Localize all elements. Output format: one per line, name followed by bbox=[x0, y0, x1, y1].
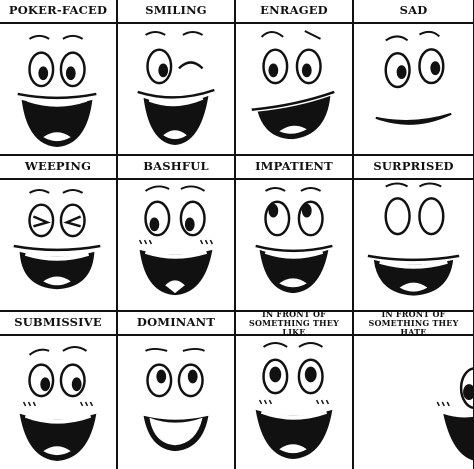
panel-label: ENRAGED bbox=[260, 3, 328, 18]
panel-dominant: DOMINANT bbox=[118, 312, 236, 469]
panel-label-bar: IN FRONT OF SOMETHING THEY HATE bbox=[354, 312, 473, 336]
face-smiling-illustration bbox=[137, 31, 215, 146]
panel-bashful: BASHFUL bbox=[118, 156, 236, 312]
panel-label: BASHFUL bbox=[143, 159, 209, 174]
panel-smiling: SMILING bbox=[118, 0, 236, 156]
panel-label: DOMINANT bbox=[136, 315, 216, 330]
panel-submissive: SUBMISSIVE bbox=[0, 312, 118, 469]
panel-label: IN FRONT OF SOMETHING THEY LIKE bbox=[248, 312, 339, 337]
panel-label-bar: SURPRISED bbox=[354, 156, 473, 180]
panel-label-bar: IN FRONT OF SOMETHING THEY LIKE bbox=[236, 312, 352, 336]
panel-sad: SAD bbox=[354, 0, 474, 156]
panel-label-bar: POKER-FACED bbox=[0, 0, 116, 24]
panel-label: WEEPING bbox=[24, 159, 92, 174]
face-poker-faced-illustration bbox=[17, 34, 97, 147]
face-submissive-illustration bbox=[19, 345, 97, 461]
face-enraged-illustration bbox=[251, 30, 335, 140]
panel-label: SMILING bbox=[145, 3, 207, 18]
panel-label-bar: IMPATIENT bbox=[236, 156, 352, 180]
panel-weeping: WEEPING bbox=[0, 156, 118, 312]
face-likes-something-illustration bbox=[255, 342, 333, 460]
panel-label-bar: SMILING bbox=[118, 0, 234, 24]
panel-label: SUBMISSIVE bbox=[14, 315, 102, 330]
panel-label-bar: SAD bbox=[354, 0, 473, 24]
panel-enraged: ENRAGED bbox=[236, 0, 354, 156]
panel-label: POKER-FACED bbox=[8, 3, 108, 18]
panel-label: SAD bbox=[399, 3, 428, 18]
face-bashful-illustration bbox=[138, 185, 214, 296]
panel-in-front-of-something-they-hate: IN FRONT OF SOMETHING THEY HATE bbox=[354, 312, 474, 469]
face-dominant-illustration bbox=[143, 347, 209, 452]
face-impatient-illustration bbox=[255, 187, 333, 294]
panel-label: IN FRONT OF SOMETHING THEY HATE bbox=[368, 312, 459, 337]
face-hates-something-illustration bbox=[436, 367, 473, 461]
panel-impatient: IMPATIENT bbox=[236, 156, 354, 312]
panel-surprised: SURPRISED bbox=[354, 156, 474, 312]
panel-in-front-of-something-they-like: IN FRONT OF SOMETHING THEY LIKE bbox=[236, 312, 354, 469]
panel-label: IMPATIENT bbox=[255, 159, 333, 174]
panel-label-bar: SUBMISSIVE bbox=[0, 312, 116, 336]
panel-poker-faced: POKER-FACED bbox=[0, 0, 118, 156]
face-weeping-illustration bbox=[13, 188, 101, 290]
face-sad-illustration bbox=[375, 30, 452, 125]
panel-label: SURPRISED bbox=[373, 159, 454, 174]
panel-label-bar: DOMINANT bbox=[118, 312, 234, 336]
panel-label-bar: WEEPING bbox=[0, 156, 116, 180]
panel-label-bar: BASHFUL bbox=[118, 156, 234, 180]
face-surprised-illustration bbox=[367, 182, 460, 296]
panel-label-bar: ENRAGED bbox=[236, 0, 352, 24]
